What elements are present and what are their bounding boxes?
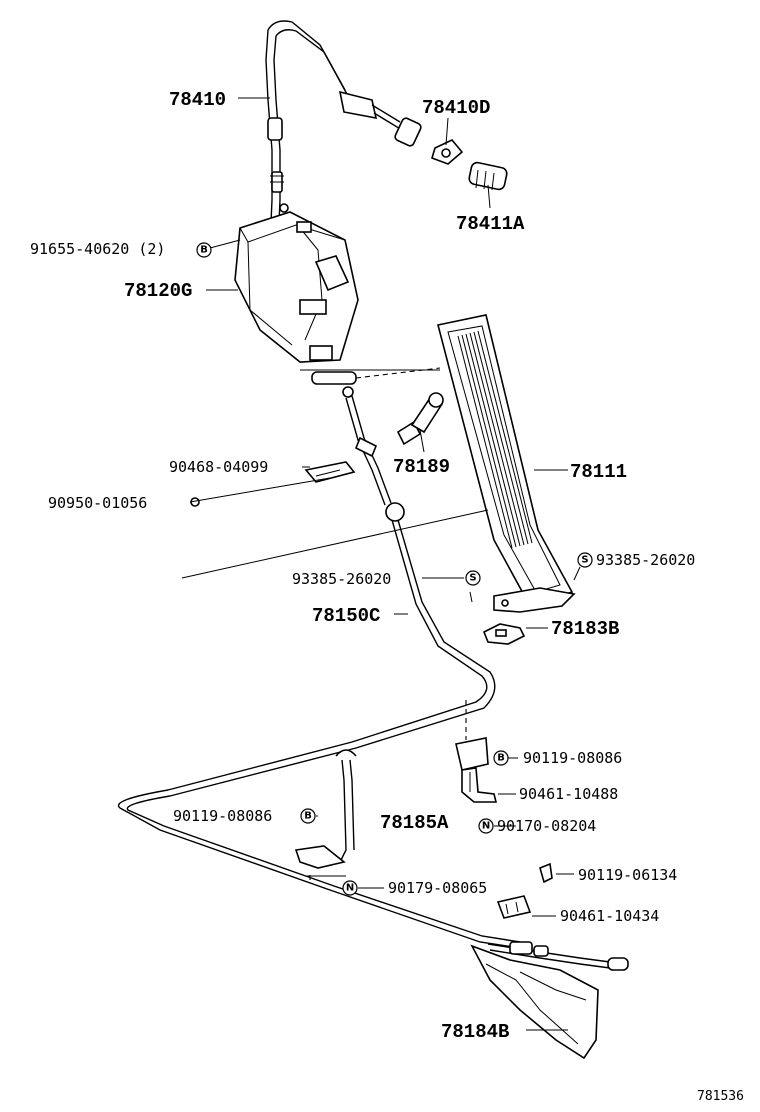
support-bracket [455, 700, 498, 803]
label-pedal: 78111 [570, 461, 627, 483]
label-nut-90179: 90179-08065 [388, 879, 487, 897]
label-bolt-lower: 90119-08086 [173, 807, 272, 825]
reference-lines [181, 369, 489, 603]
cable-end [487, 941, 629, 971]
label-screw-left: 93385-26020 [292, 570, 391, 588]
leader-lines [206, 97, 581, 1031]
label-clamp: 78411A [456, 213, 525, 235]
label-plug-90950: 90950-01056 [48, 494, 147, 512]
pedal-arm-rod [117, 519, 521, 949]
bolt-symbol-icon: B [300, 808, 316, 824]
clip [304, 461, 356, 483]
pedal-lever-shaft [311, 367, 441, 522]
grommet [431, 139, 464, 165]
label-grommet: 78410D [422, 97, 490, 119]
bracket-78183b [482, 623, 526, 645]
label-cable-assy: 78410 [169, 89, 226, 111]
stopper-bolt [396, 392, 444, 446]
bolt-symbol-icon: B [493, 750, 509, 766]
label-bolt-upper: 90119-08086 [523, 749, 622, 767]
svg-text:S: S [581, 555, 588, 566]
label-bracket-78183b: 78183B [551, 618, 619, 640]
svg-text:B: B [200, 245, 208, 256]
svg-text:B: B [304, 811, 312, 822]
pedal-pad [437, 314, 576, 613]
label-cover: 78184B [441, 1021, 509, 1043]
diagram-code: 781536 [697, 1089, 744, 1104]
label-clip-90468: 90468-04099 [169, 458, 268, 476]
svg-text:S: S [469, 573, 476, 584]
label-bolt-91655: 91655-40620 (2) [30, 240, 165, 258]
screw-symbol-icon: S [577, 552, 593, 568]
clamp-90461 [496, 862, 553, 919]
accelerator-cable [265, 20, 422, 246]
label-bolt-06134: 90119-06134 [578, 866, 677, 884]
nut-symbol-icon: N [342, 880, 358, 896]
label-screw-right: 93385-26020 [596, 551, 695, 569]
nut-symbol-icon: N [478, 818, 494, 834]
svg-text:B: B [497, 753, 505, 764]
label-pedal-arm: 78150C [312, 605, 380, 627]
screw-symbol-icon: S [465, 570, 481, 586]
label-bracket-90461-10488: 90461-10488 [519, 785, 618, 803]
pedal-bracket [234, 211, 359, 363]
clamp [468, 161, 508, 191]
svg-text:N: N [482, 821, 490, 832]
label-stopper: 78189 [393, 456, 450, 478]
label-clamp-90461-10434: 90461-10434 [560, 907, 659, 925]
bolt-symbol-icon: B [196, 242, 212, 258]
label-bracket: 78120G [124, 280, 192, 302]
svg-text:N: N [346, 883, 354, 894]
label-nut-90170: 90170-08204 [497, 817, 596, 835]
support-hook [294, 749, 357, 880]
label-support: 78185A [380, 812, 449, 834]
